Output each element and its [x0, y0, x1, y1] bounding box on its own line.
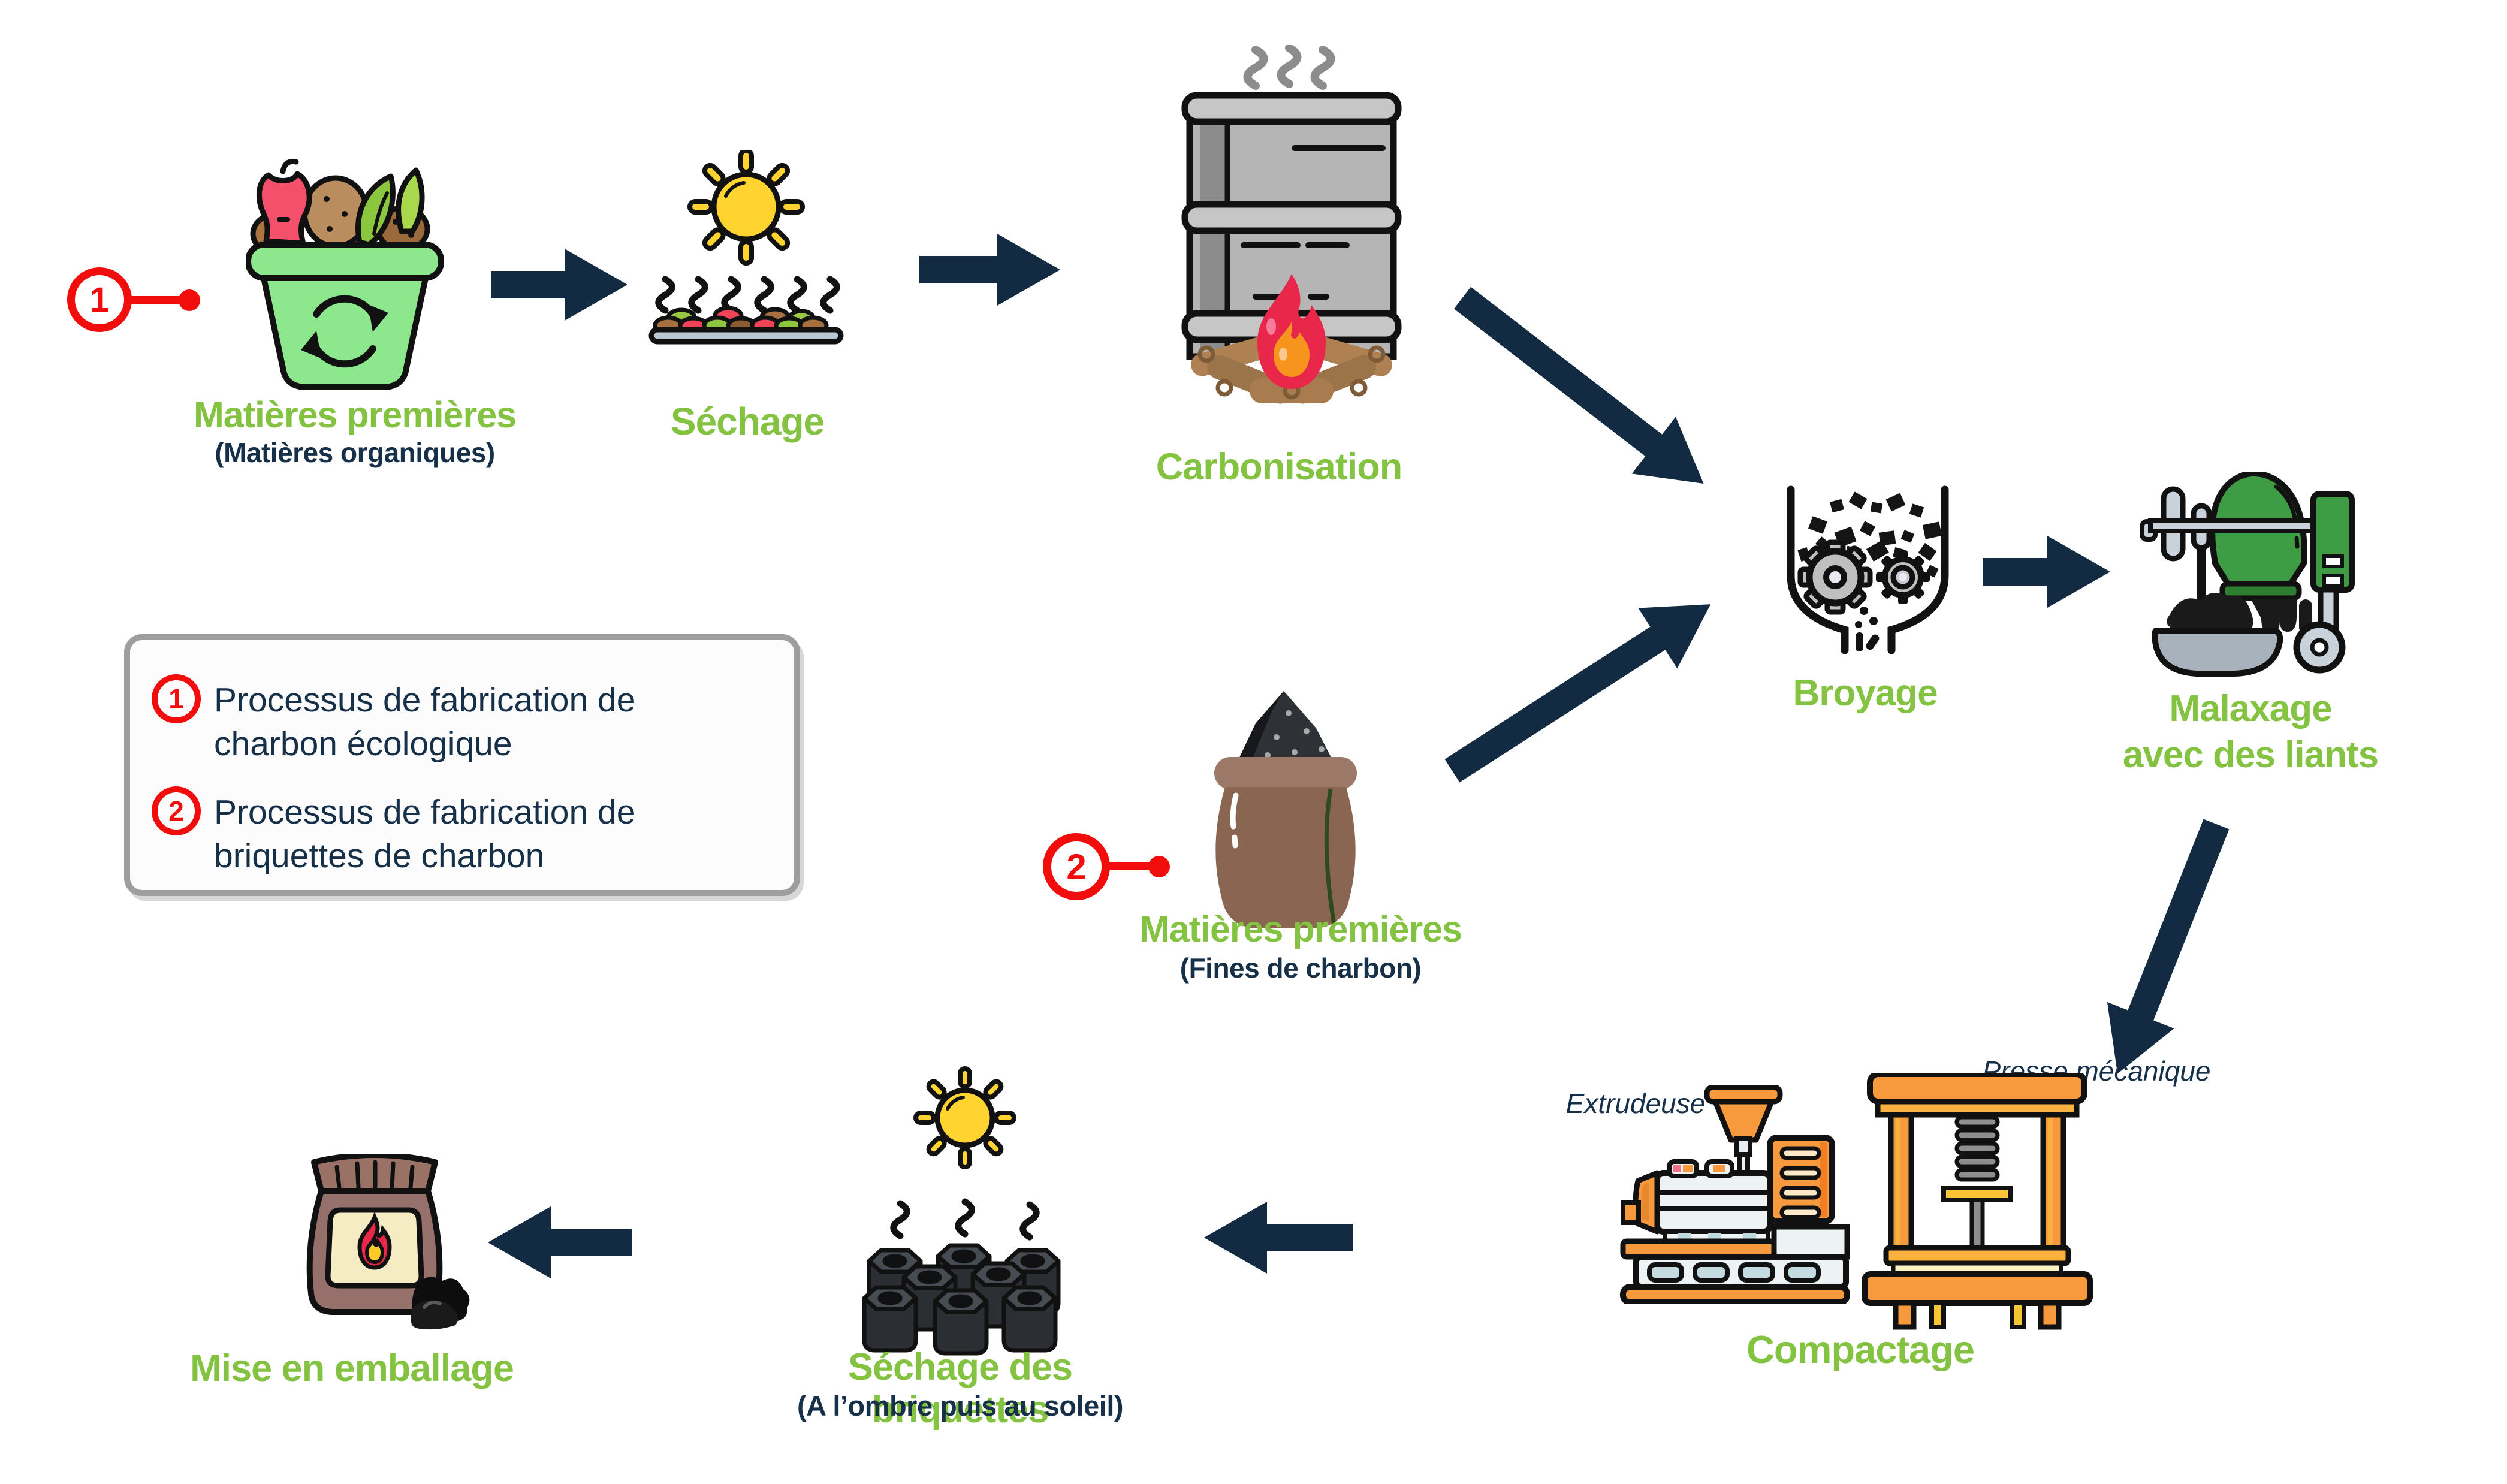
fire-icon — [1257, 274, 1326, 389]
legend-item2-number: 2 — [168, 795, 184, 827]
recycle-icon — [301, 295, 388, 368]
label-raw-organic: Matières premières — [193, 394, 517, 435]
legend-item2-line2: briquettes de charbon — [214, 837, 545, 875]
flow-arrow-4 — [1983, 536, 2110, 608]
legend-item2-text: Processus de fabrication de briquettes d… — [214, 791, 635, 878]
label-mixing-line1: Malaxage — [2169, 688, 2332, 729]
mixer-icon — [2140, 472, 2355, 677]
legend-box: 1 Processus de fabrication de charbon éc… — [124, 634, 800, 896]
process1-marker-line — [127, 296, 182, 304]
gear-left-icon — [1797, 539, 1873, 615]
label-mixing: Malaxage avec des liants — [2071, 688, 2430, 776]
label-machine-extruder: Extrudeuse — [1565, 1088, 1706, 1119]
legend-item2-line1: Processus de fabrication de — [214, 793, 636, 831]
briquettes-drying-icon — [862, 1066, 1061, 1356]
label-packaging: Mise en emballage — [190, 1347, 514, 1389]
flow-arrow-5 — [1444, 604, 1711, 783]
heat-waves-icon — [890, 1198, 1040, 1241]
flow-arrow-7 — [1204, 1202, 1353, 1274]
flow-arrow-2 — [919, 234, 1060, 306]
gear-right-icon — [1876, 550, 1930, 604]
charcoal-bag-icon — [306, 1154, 470, 1330]
process2-marker-number: 2 — [1066, 846, 1087, 887]
organic-waste-bin-icon — [246, 158, 444, 390]
flow-arrow-6 — [2107, 819, 2230, 1074]
label-raw-fines: Matières premières — [1139, 909, 1462, 949]
flow-arrow-3 — [1453, 286, 1704, 484]
smoke-icon — [1243, 45, 1335, 90]
process2-marker-dot — [1148, 856, 1170, 877]
process1-marker: 1 — [67, 267, 132, 332]
label-carbonization: Carbonisation — [1156, 446, 1403, 488]
label-compacting: Compactage — [1746, 1328, 1975, 1371]
flow-arrow-8 — [488, 1206, 632, 1278]
firewood-icon — [1191, 336, 1392, 404]
mechanical-press-icon — [1862, 1073, 2093, 1330]
legend-item1-text: Processus de fabrication de charbon écol… — [214, 678, 635, 766]
heat-waves-icon — [655, 276, 840, 314]
briquettes-cluster — [862, 1243, 1061, 1356]
process1-marker-number: 1 — [89, 280, 110, 319]
drying-tray-icon — [648, 150, 844, 345]
label-drying: Séchage — [670, 400, 825, 443]
legend-item2-marker: 2 — [152, 786, 201, 835]
legend-item1-number: 1 — [168, 683, 184, 714]
process1-marker-dot — [179, 289, 200, 311]
label-mixing-line2: avec des liants — [2122, 734, 2379, 776]
sun-icon — [687, 150, 805, 266]
flame-icon — [357, 1211, 392, 1270]
sun-icon — [913, 1066, 1016, 1169]
carbonization-barrel-icon — [1181, 45, 1402, 404]
legend-item1-line1: Processus de fabrication de — [214, 681, 636, 719]
label-briquette-drying: Séchage des briquettes — [847, 1346, 1073, 1431]
charcoal-lumps-icon — [411, 1277, 470, 1330]
legend-item1-line2: charbon écologique — [214, 725, 512, 763]
sublabel-briquette-drying: (A l’ombre puis au soleil) — [797, 1390, 1124, 1422]
extruder-machine-icon — [1620, 1085, 1850, 1304]
legend-item1-marker: 1 — [152, 674, 201, 723]
sublabel-raw-fines: (Fines de charbon) — [1179, 952, 1422, 984]
grinder-icon — [1787, 485, 1949, 654]
process2-marker: 2 — [1043, 833, 1110, 900]
flow-arrow-1 — [491, 249, 627, 321]
label-grinding: Broyage — [1793, 672, 1938, 714]
sublabel-raw-organic: (Matières organiques) — [215, 437, 495, 468]
process2-marker-line — [1106, 862, 1153, 870]
charcoal-fines-sack-icon — [1214, 691, 1357, 928]
